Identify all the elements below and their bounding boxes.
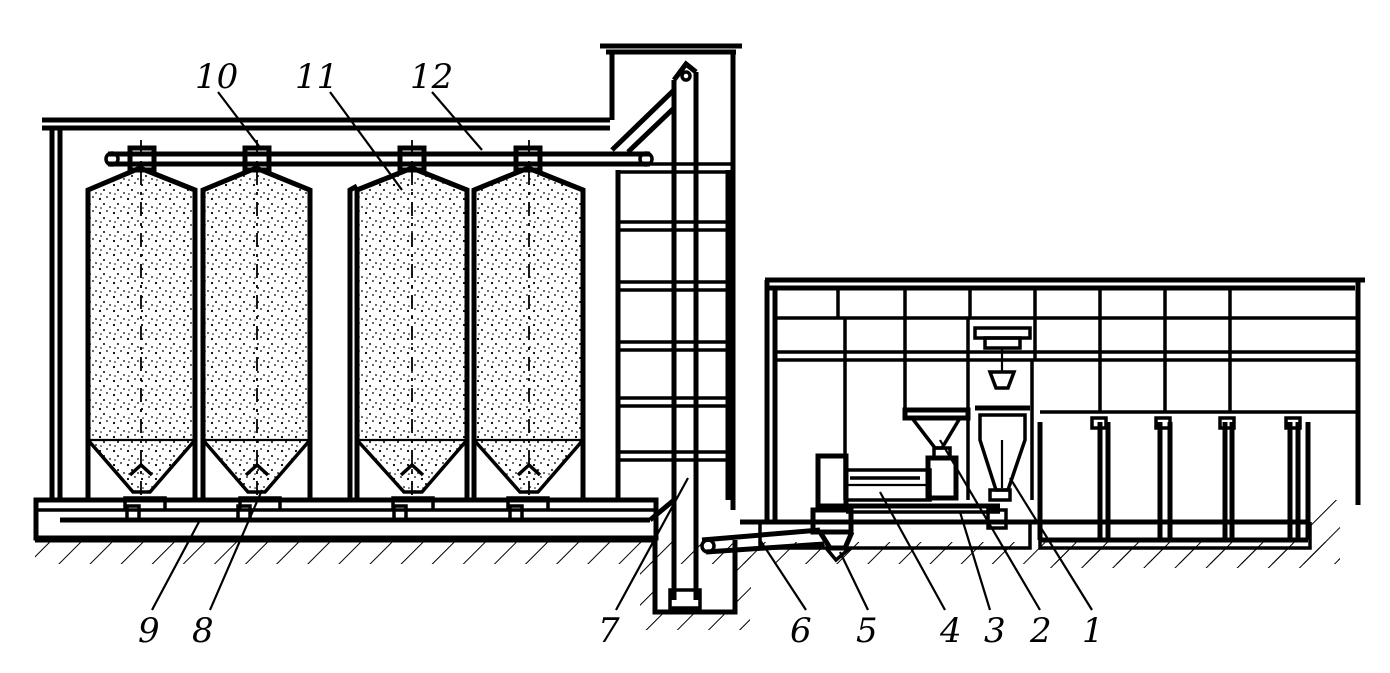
callout-labels: 10 11 12 9 8 7 6 5 4 3 2 1 xyxy=(138,57,1104,651)
callout-1: 1 xyxy=(1082,611,1104,651)
overhead-hoist xyxy=(973,326,1032,390)
ground xyxy=(35,500,1340,630)
silo-2 xyxy=(200,140,313,500)
callout-3: 3 xyxy=(984,611,1006,651)
silo-4 xyxy=(471,140,586,500)
callout-11: 11 xyxy=(295,57,338,97)
callout-5: 5 xyxy=(856,611,878,651)
callout-6: 6 xyxy=(790,611,812,651)
silo-3 xyxy=(347,140,470,500)
callout-8: 8 xyxy=(192,611,214,651)
product-bins xyxy=(1037,416,1311,543)
leader-lines xyxy=(151,91,1093,611)
mill-unit xyxy=(815,446,1030,530)
callout-4: 4 xyxy=(939,611,962,651)
elevator-tower xyxy=(600,43,742,610)
callout-9: 9 xyxy=(138,611,160,651)
callout-2: 2 xyxy=(1029,611,1052,651)
silo-1 xyxy=(85,140,198,500)
callout-12: 12 xyxy=(410,57,453,97)
bottom-conveyor xyxy=(60,496,650,523)
top-conveyor xyxy=(104,145,654,173)
callout-7: 7 xyxy=(598,611,620,651)
callout-10: 10 xyxy=(195,57,238,97)
